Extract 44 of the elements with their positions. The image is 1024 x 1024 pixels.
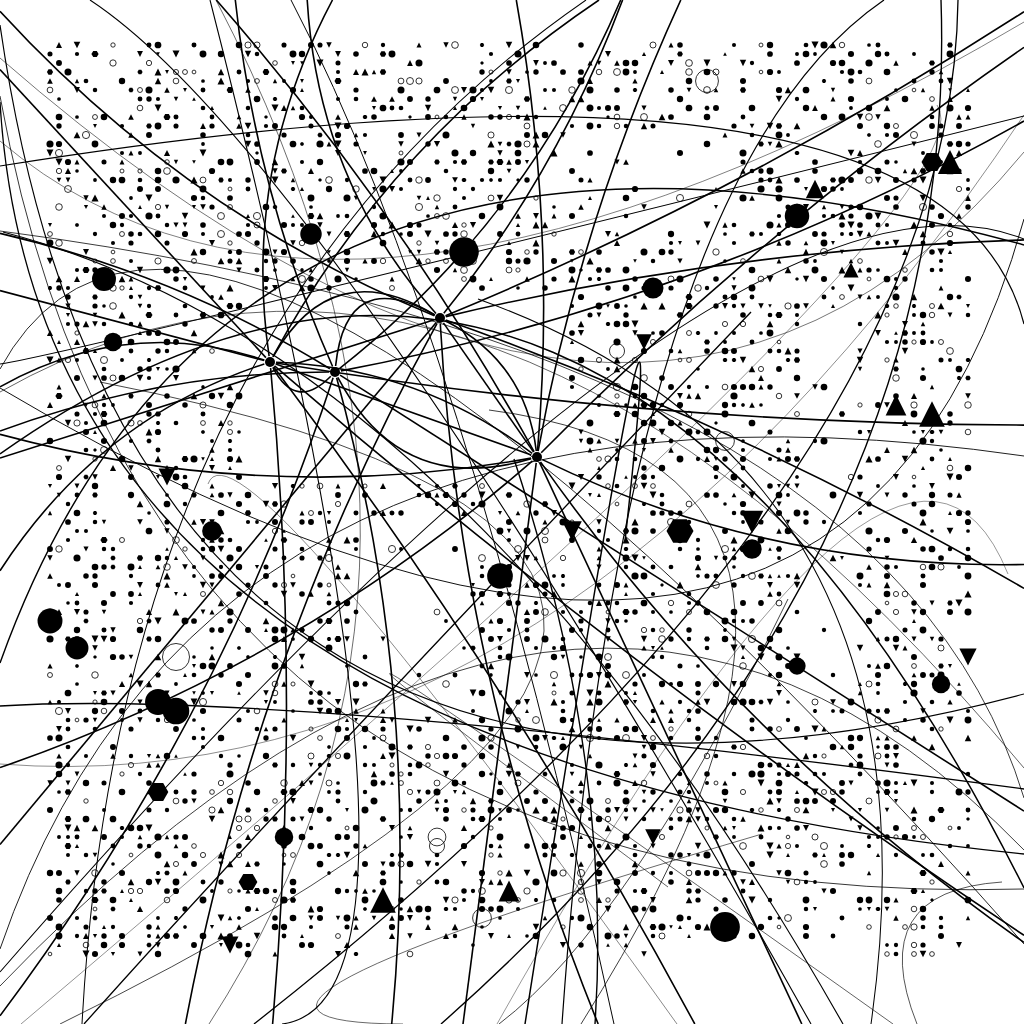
hub-point: [532, 452, 542, 462]
connector-line: [0, 363, 266, 572]
connector-line: [541, 458, 1024, 566]
connector-line: [0, 433, 532, 478]
connector-line: [0, 376, 334, 1017]
connector-line: [335, 377, 401, 1024]
connector-line: [272, 366, 332, 393]
connector-line: [538, 461, 803, 1024]
connector-line: [537, 0, 682, 452]
hub-point: [330, 367, 340, 377]
connector-line: [539, 461, 1024, 944]
connector-line: [184, 322, 438, 1024]
connector-line: [262, 0, 334, 357]
connector-line: [334, 297, 436, 367]
connector-line: [515, 0, 545, 452]
connector-line: [443, 0, 624, 315]
connector-line: [445, 239, 1024, 318]
connector-line: [0, 289, 265, 362]
connector-line: [234, 0, 334, 368]
connector-line: [339, 374, 1024, 812]
connector-line: [215, 0, 535, 453]
connector-line: [269, 367, 288, 1024]
connector-line: [444, 10, 1024, 317]
connector-line: [273, 365, 1024, 937]
hub-point: [435, 313, 445, 323]
connector-line: [0, 321, 437, 846]
connector-line: [0, 319, 436, 459]
connector-line: [444, 319, 1024, 590]
connector-line: [272, 366, 696, 1024]
connector-line: [272, 0, 600, 358]
connector-line: [340, 120, 1024, 372]
connector-line: [338, 0, 622, 370]
connector-line: [0, 68, 267, 359]
connector-line: [306, 0, 437, 315]
hub-point: [265, 357, 275, 367]
connector-line: [275, 362, 1024, 426]
connector-line: [337, 376, 532, 469]
connector-line: [462, 462, 537, 1024]
connector-line: [0, 10, 436, 317]
connector-line: [0, 232, 331, 370]
connector-line: [439, 323, 599, 1024]
connector-line: [0, 460, 534, 769]
connector-line: [540, 46, 1024, 454]
connector-line: [0, 371, 330, 432]
